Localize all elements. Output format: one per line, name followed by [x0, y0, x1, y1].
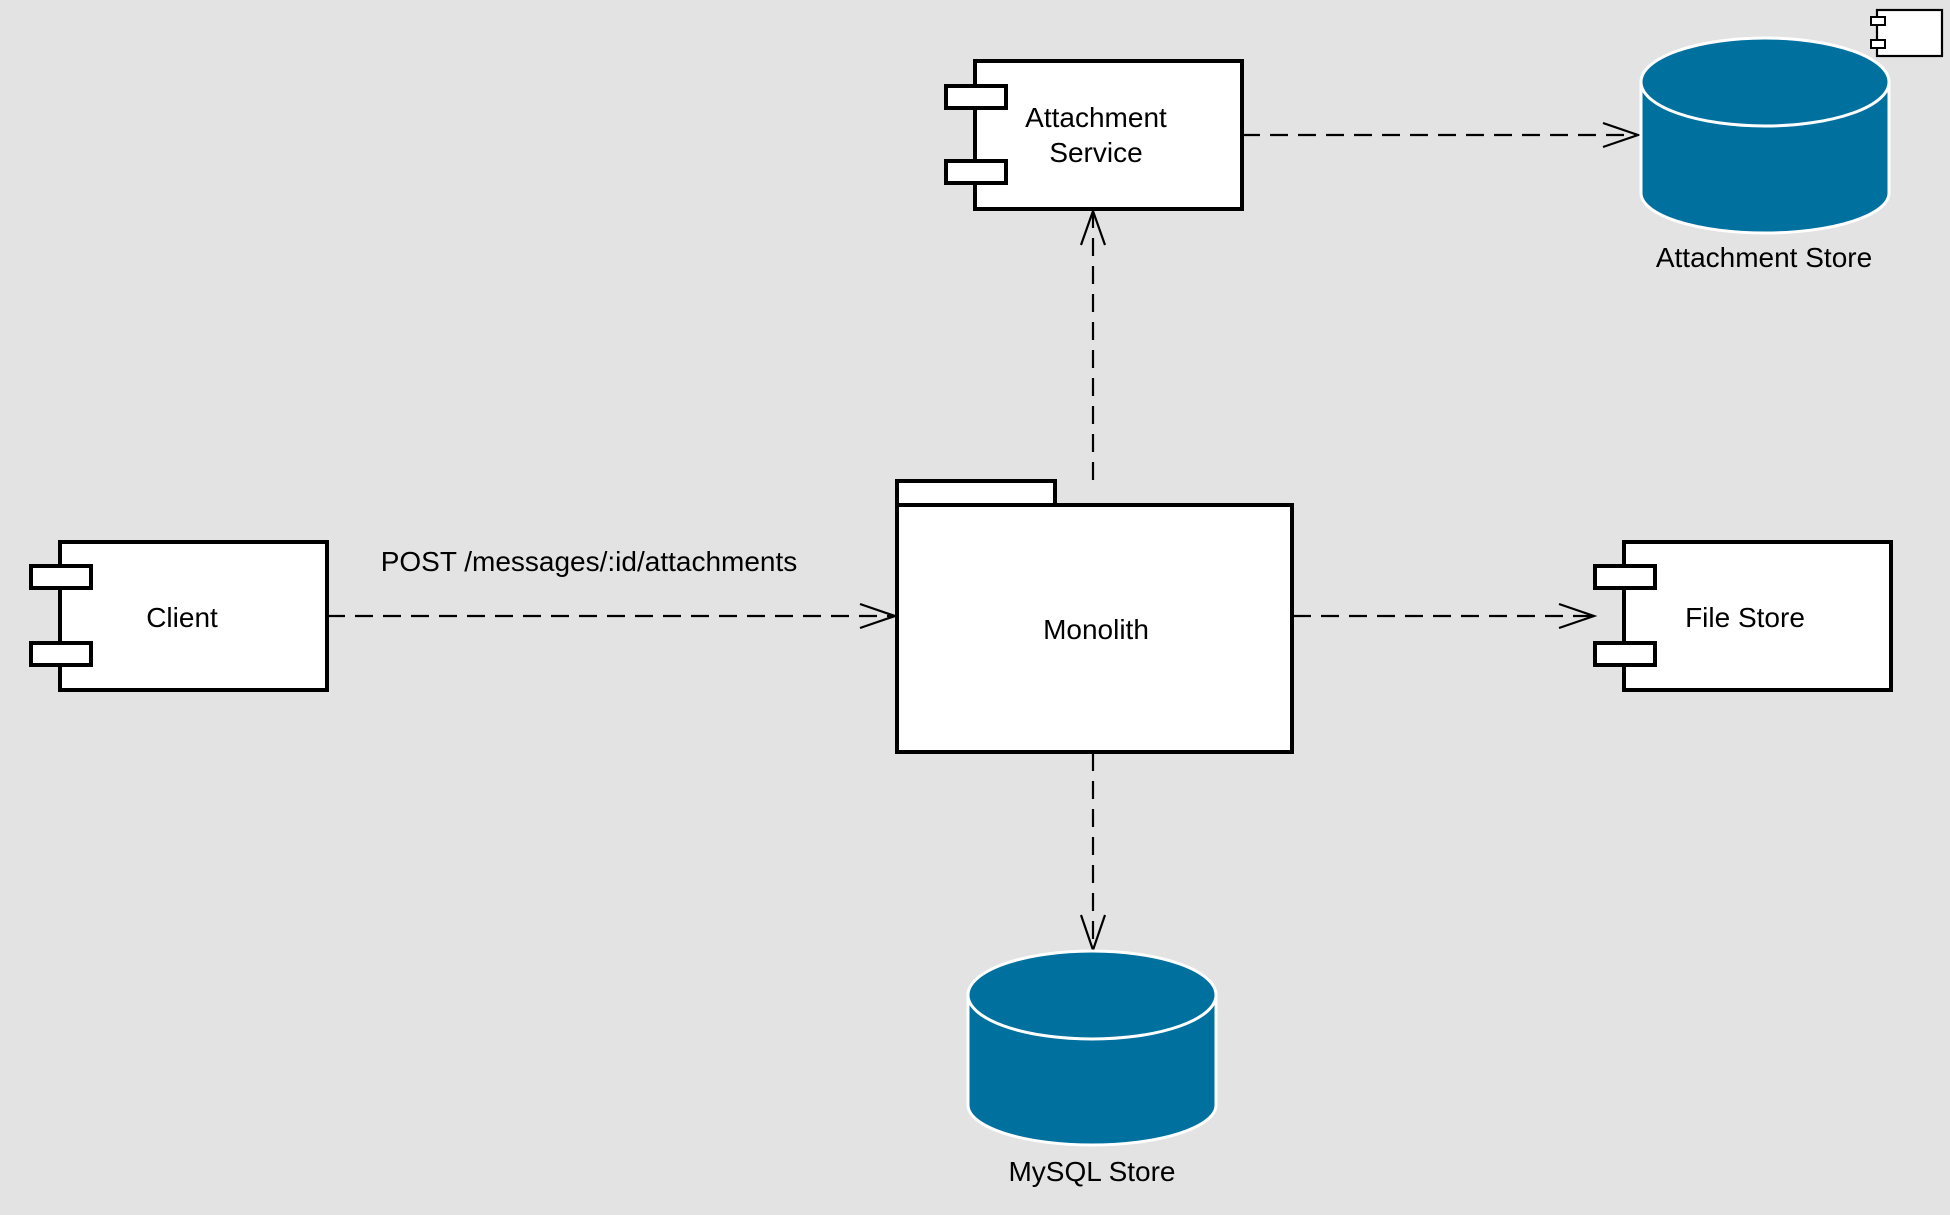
attachment-service-label-line1: Attachment [1025, 102, 1167, 133]
edge-client-to-monolith: POST /messages/:id/attachments [327, 546, 899, 630]
edge-monolith-to-mysql-store [1079, 753, 1107, 954]
component-body [58, 540, 329, 692]
database-cylinder-icon [1639, 36, 1891, 235]
component-port-icon [944, 159, 1008, 185]
attachment-store-database[interactable]: Attachment Store [1639, 36, 1891, 273]
package-tab [895, 479, 1057, 507]
edges: POST /messages/:id/attachments [327, 121, 1642, 954]
client-component[interactable]: Client [29, 540, 329, 692]
mysql-store-label: MySQL Store [1008, 1156, 1175, 1187]
mysql-store-database[interactable]: MySQL Store [966, 949, 1218, 1187]
attachment-service-component[interactable]: Attachment Service [944, 59, 1244, 211]
component-port-icon [29, 564, 93, 590]
arrowhead [1602, 121, 1642, 149]
component-port-icon [1593, 641, 1657, 667]
database-cylinder-icon [966, 949, 1218, 1147]
component-icon [1870, 8, 1944, 58]
component-port-icon [29, 641, 93, 667]
client-label: Client [146, 602, 218, 633]
attachment-service-label-line2: Service [1049, 137, 1142, 168]
attachment-store-label: Attachment Store [1656, 242, 1872, 273]
file-store-component[interactable]: File Store [1593, 540, 1893, 692]
file-store-label: File Store [1685, 602, 1805, 633]
monolith-label: Monolith [1043, 614, 1149, 645]
component-port-icon [1593, 564, 1657, 590]
component-body [1622, 540, 1893, 692]
edge-monolith-to-file-store [1293, 602, 1598, 630]
edge-monolith-to-attachment-service [1079, 207, 1107, 480]
edge-label-post-attachments: POST /messages/:id/attachments [381, 546, 798, 577]
monolith-package[interactable]: Monolith [895, 479, 1294, 754]
edge-attachment-service-to-attachment-store [1242, 121, 1642, 149]
component-body [973, 59, 1244, 211]
arrowhead [1558, 602, 1598, 630]
package-body [895, 503, 1294, 754]
component-port-icon [944, 84, 1008, 110]
